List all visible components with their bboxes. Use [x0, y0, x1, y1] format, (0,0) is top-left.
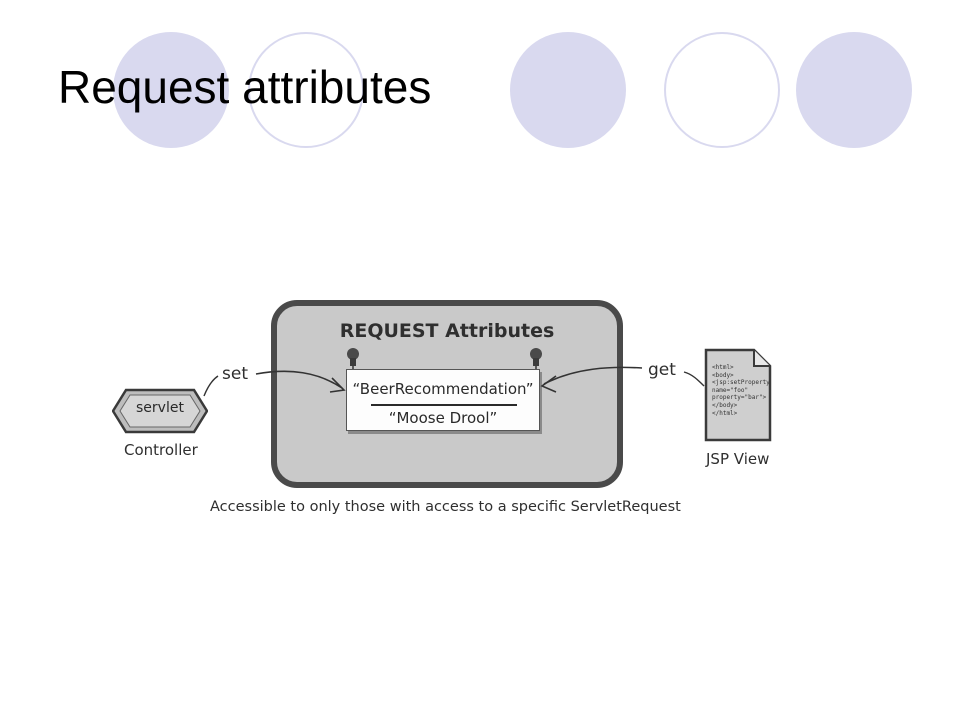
attribute-note: “BeerRecommendation” “Moose Drool”	[346, 369, 540, 431]
get-arrow	[543, 366, 643, 385]
jsp-code: <html> <body> <jsp:setProperty name="foo…	[712, 364, 770, 417]
jsp-file: <html> <body> <jsp:setProperty name="foo…	[702, 346, 774, 444]
servlet-node: servlet	[112, 388, 208, 434]
jsp-connector	[683, 371, 705, 387]
servlet-label: servlet	[136, 400, 184, 416]
slide-title: Request attributes	[58, 61, 432, 113]
decor-circle	[796, 32, 912, 148]
diagram-caption: Accessible to only those with access to …	[210, 499, 681, 515]
controller-label: Controller	[124, 441, 198, 459]
controller-connector	[203, 375, 219, 397]
box-title: REQUEST Attributes	[339, 320, 555, 342]
attribute-name: “BeerRecommendation”	[352, 380, 534, 398]
decor-circle	[510, 32, 626, 148]
attribute-value: “Moose Drool”	[388, 409, 498, 427]
set-label: set	[222, 364, 248, 384]
decor-ring	[248, 32, 364, 148]
jsp-document-icon	[704, 348, 772, 442]
note-divider	[371, 404, 517, 406]
servlet-hexagon-icon	[112, 388, 208, 434]
decor-ring	[664, 32, 780, 148]
decor-circle	[113, 32, 229, 148]
set-arrow	[255, 370, 343, 389]
jsp-view-label: JSP View	[706, 450, 770, 468]
get-label: get	[648, 360, 676, 380]
